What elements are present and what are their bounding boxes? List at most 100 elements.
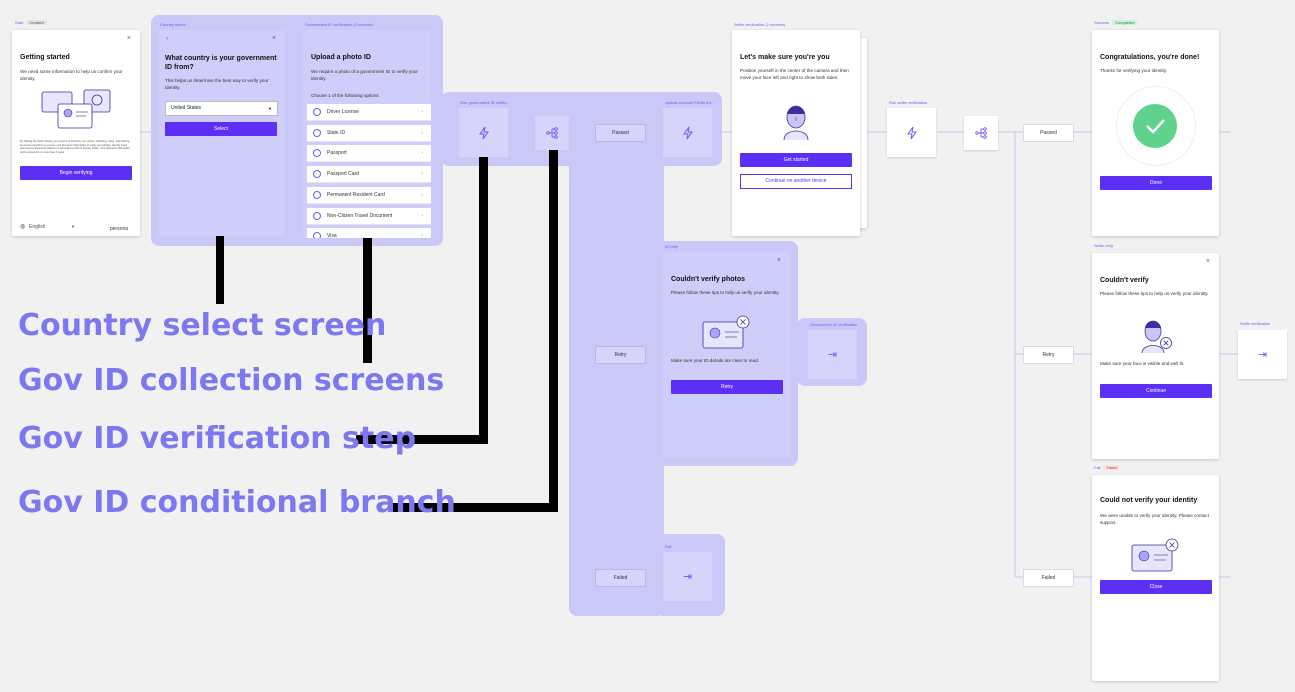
selfieretry-title: Couldn't verify xyxy=(1100,277,1149,284)
selfie-card: Let's make sure you're you Position your… xyxy=(732,30,860,236)
govid-option[interactable]: Driver License› xyxy=(307,104,431,121)
branch-icon xyxy=(975,127,987,139)
completed-badge: Completed xyxy=(1112,20,1138,25)
annotation-line-verification-v xyxy=(479,157,488,444)
country-select[interactable]: United States ▼ xyxy=(165,101,278,116)
highlight-branch-column xyxy=(569,140,664,616)
annotation-line-collection xyxy=(363,238,372,363)
annotation-govid-branch: Gov ID conditional branch xyxy=(18,485,456,520)
chevron-right-icon: › xyxy=(421,129,423,136)
select-button[interactable]: Select xyxy=(165,122,277,136)
govid-option[interactable]: State ID › xyxy=(307,124,431,142)
annotation-line-country xyxy=(216,236,224,304)
id-type-icon xyxy=(313,108,321,116)
selfie-passed-pill[interactable]: Passed xyxy=(1023,124,1074,142)
gov-goto-node[interactable]: ⇥ xyxy=(808,330,857,379)
id-type-icon xyxy=(313,211,321,220)
continue-button[interactable]: Continue xyxy=(1100,384,1212,398)
close-button[interactable]: Close xyxy=(1100,580,1212,594)
gov-branch-node[interactable] xyxy=(535,116,569,150)
lightning-icon xyxy=(478,126,489,139)
run-gov-verification-node[interactable] xyxy=(459,108,508,157)
annotation-govid-verification: Gov ID verification step xyxy=(18,421,417,456)
govid-option[interactable]: Passport Card› xyxy=(307,166,431,184)
fail-desc: We were unable to verify your identity. … xyxy=(1100,513,1209,525)
goto-icon: ⇥ xyxy=(827,349,838,361)
check-icon xyxy=(1133,104,1177,148)
idretry-tip: Make sure your ID details are clear to r… xyxy=(671,358,760,363)
run-selfie-tag: Run selfie verification xyxy=(889,100,928,105)
gov-passed-pill[interactable]: Passed xyxy=(595,124,646,142)
selfie-branch-node[interactable] xyxy=(964,116,998,150)
govid-option-label: Non-Citizen Travel Document xyxy=(327,212,393,219)
country-select-value: United States xyxy=(171,105,202,111)
selfie-error-illustration xyxy=(1141,320,1172,353)
idretry-card: × Couldn't verify photos Please follow t… xyxy=(663,252,790,458)
chevron-right-icon: › xyxy=(421,212,423,219)
run-gov-tag: Run government ID verific... xyxy=(460,100,510,105)
success-card: Congratulations, you're done! Thanks for… xyxy=(1092,30,1219,236)
continue-another-device-button[interactable]: Continue on another device xyxy=(740,174,852,189)
govid-option-label: Driver License xyxy=(327,109,359,115)
govid-option-label: State ID xyxy=(327,129,346,136)
idretry-tag: ID retry xyxy=(665,244,679,249)
lightning-icon xyxy=(906,126,917,139)
lightning-icon xyxy=(682,126,693,139)
id-type-icon xyxy=(313,190,321,199)
govid-option-label: Passport xyxy=(327,150,347,157)
success-title: Congratulations, you're done! xyxy=(1100,54,1200,61)
globe-icon[interactable]: ◍ xyxy=(20,224,26,230)
fail-card: Could not verify your identity We were u… xyxy=(1092,475,1219,681)
goto-icon: ⇥ xyxy=(682,571,693,583)
failed-badge: Failed xyxy=(1103,465,1121,470)
gov-goto-tag: Government ID verification xyxy=(810,322,858,327)
close-icon[interactable]: × xyxy=(126,35,131,42)
selfie-goto-node[interactable]: ⇥ xyxy=(1238,330,1287,379)
selfie-retry-pill[interactable]: Retry xyxy=(1023,346,1074,364)
close-icon[interactable]: × xyxy=(271,35,276,42)
govid-choose: Choose 1 of the following options xyxy=(311,93,379,98)
govid-option[interactable]: Passport› xyxy=(307,145,431,163)
begin-verifying-button[interactable]: Begin verifying xyxy=(20,166,132,180)
fail1-tag: Fail xyxy=(665,544,672,549)
govid-title: Upload a photo ID xyxy=(311,54,371,61)
govid-option[interactable]: Non-Citizen Travel Document › xyxy=(307,207,431,225)
annotation-line-branch-v xyxy=(549,150,558,512)
country-card: ‹ × What country is your government ID f… xyxy=(158,30,285,236)
selfieretry-tip: Make sure your face is visible and well … xyxy=(1100,361,1185,366)
govid-option-label: Visa xyxy=(327,233,337,238)
id-card-error-illustration xyxy=(702,315,750,349)
fail-tag-label: Fail xyxy=(1094,465,1101,470)
annotation-country-select: Country select screen xyxy=(18,308,387,343)
close-icon[interactable]: × xyxy=(1205,258,1210,265)
govid-option[interactable]: Visa› xyxy=(307,228,431,238)
govid-option-label: Permanent Resident Card xyxy=(327,191,385,198)
get-started-button[interactable]: Get started xyxy=(740,153,852,167)
id-type-icon xyxy=(313,149,321,158)
govid-option[interactable]: Permanent Resident Card› xyxy=(307,186,431,204)
selfie-goto-tag: Selfie verification xyxy=(1240,321,1271,326)
selfie-tag: Selfie verification (2 screens) xyxy=(734,22,786,27)
close-icon[interactable]: × xyxy=(776,257,781,264)
selfie-failed-pill[interactable]: Failed xyxy=(1023,569,1074,587)
gov-retry-pill[interactable]: Retry xyxy=(595,346,646,364)
id-type-icon xyxy=(313,128,321,137)
chevron-down-icon[interactable]: ▼ xyxy=(71,224,75,229)
selfie-desc: Position yourself in the center of the c… xyxy=(740,68,849,80)
start-legal: By clicking the button below, you consen… xyxy=(20,140,131,154)
branch-icon xyxy=(546,127,558,139)
chevron-down-icon: ▼ xyxy=(268,106,272,111)
done-button[interactable]: Done xyxy=(1100,176,1212,190)
run-selfie-node[interactable] xyxy=(887,108,936,157)
back-arrow-icon[interactable]: ‹ xyxy=(166,36,168,42)
annotation-govid-collection: Gov ID collection screens xyxy=(18,363,445,398)
fail1-goto-node[interactable]: ⇥ xyxy=(663,552,712,601)
gov-failed-pill[interactable]: Failed xyxy=(595,569,646,587)
language-select[interactable]: English xyxy=(29,224,46,230)
idretry-title: Couldn't verify photos xyxy=(671,276,745,283)
created-badge: Created xyxy=(26,20,47,25)
selfieretry-tag: Selfie retry xyxy=(1094,243,1114,248)
retry-button[interactable]: Retry xyxy=(671,380,783,394)
update-fields-node[interactable] xyxy=(663,108,712,157)
